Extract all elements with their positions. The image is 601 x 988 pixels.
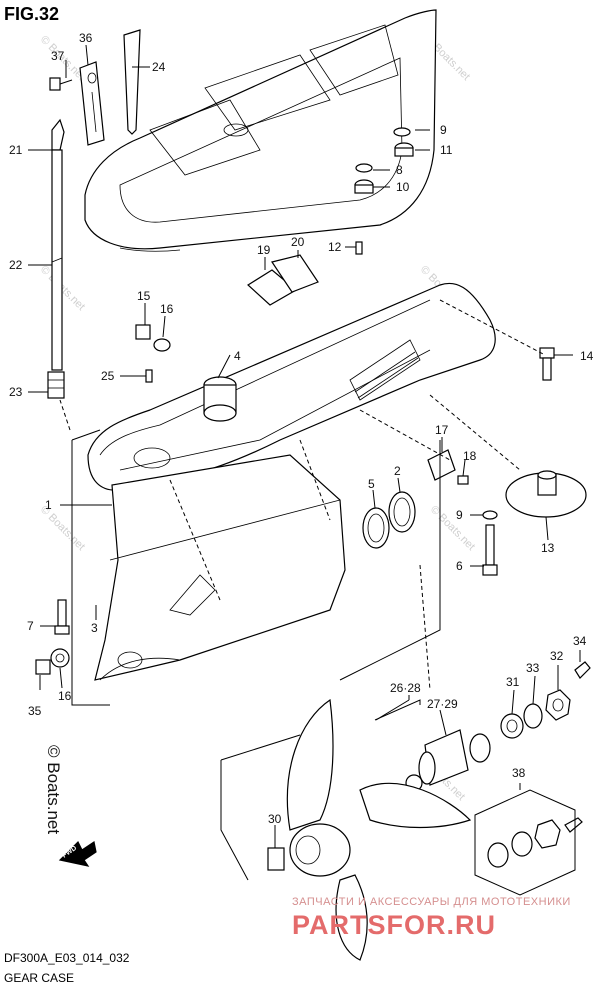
bracket-36 — [79, 61, 105, 146]
bolt-14 — [539, 347, 555, 381]
callout-19: 19 — [257, 243, 271, 257]
callout-4: 4 — [234, 349, 241, 363]
callout-18: 18 — [463, 449, 477, 463]
shift-rod — [47, 118, 65, 399]
callout-35: 35 — [28, 704, 42, 718]
callout-37: 37 — [51, 49, 65, 63]
callout-3: 3 — [91, 621, 98, 635]
callout-31: 31 — [506, 675, 520, 689]
tie-24 — [123, 29, 141, 135]
callout-10: 10 — [396, 180, 410, 194]
washer-9-bolt-6 — [482, 510, 498, 576]
pin-25 — [145, 369, 153, 383]
figure-title: FIG.32 — [4, 4, 59, 24]
callouts: 37 36 24 21 22 23 9 11 8 10 19 20 12 15 … — [9, 31, 594, 826]
callout-22: 22 — [9, 258, 23, 272]
watermark: © Boats.net — [428, 504, 477, 553]
washer-31 — [500, 713, 524, 739]
callout-2: 2 — [394, 464, 401, 478]
figure-code: DF300A_E03_014_032 — [4, 951, 130, 965]
callout-5: 5 — [368, 477, 375, 491]
callout-38: 38 — [512, 766, 526, 780]
callout-6: 6 — [456, 559, 463, 573]
callout-17: 17 — [435, 423, 449, 437]
callout-26-28: 26·28 — [390, 681, 421, 695]
callout-33: 33 — [526, 661, 540, 675]
callout-20: 20 — [291, 235, 305, 249]
callout-9-mid: 9 — [456, 508, 463, 522]
plates-19-20 — [247, 254, 319, 306]
kit-38 — [487, 817, 583, 868]
callout-15: 15 — [137, 289, 151, 303]
block-17-screw-18 — [427, 449, 469, 485]
callout-16-upper: 16 — [160, 302, 174, 316]
spacer-33 — [523, 703, 543, 729]
watermark-large: © Boats.net — [44, 745, 63, 834]
callout-21: 21 — [9, 143, 23, 157]
gear-case-housing — [87, 282, 496, 681]
callout-7: 7 — [27, 619, 34, 633]
bolt-37 — [49, 77, 73, 91]
propeller — [267, 698, 472, 961]
plug-15-washer-16 — [135, 324, 171, 352]
top-cover — [84, 9, 437, 252]
callout-11: 11 — [440, 143, 453, 157]
callout-27-29: 27·29 — [427, 697, 458, 711]
bolt-7 — [54, 599, 70, 635]
assembly-outlines — [59, 299, 576, 896]
nut-32 — [545, 689, 571, 721]
callout-23: 23 — [9, 385, 23, 399]
cotter-pin-34 — [574, 661, 591, 679]
callout-14: 14 — [580, 349, 594, 363]
callout-24: 24 — [152, 60, 166, 74]
thrust-hub-26-29 — [405, 729, 491, 792]
ad-tagline: ЗАПЧАСТИ И АКСЕССУАРЫ ДЛЯ МОТОТЕХНИКИ — [292, 896, 571, 908]
callout-34: 34 — [573, 634, 587, 648]
callout-25: 25 — [101, 369, 115, 383]
callout-32: 32 — [550, 649, 564, 663]
anode-13 — [505, 470, 587, 518]
callout-16-lower: 16 — [58, 689, 72, 703]
callout-12: 12 — [328, 240, 342, 254]
pin-12 — [355, 241, 363, 255]
callout-9-top: 9 — [440, 123, 447, 137]
washers-top-right — [354, 127, 414, 194]
callout-1: 1 — [45, 498, 52, 512]
seals-5-2 — [362, 491, 416, 549]
callout-36: 36 — [79, 31, 93, 45]
plug-35-washer-16 — [35, 648, 70, 675]
callout-8: 8 — [396, 163, 403, 177]
figure-name: GEAR CASE — [4, 971, 74, 985]
ad-brand: PARTSFOR.RU — [292, 910, 496, 940]
callout-30: 30 — [268, 812, 282, 826]
fwd-arrow: FWD — [58, 840, 97, 867]
callout-13: 13 — [541, 541, 555, 555]
